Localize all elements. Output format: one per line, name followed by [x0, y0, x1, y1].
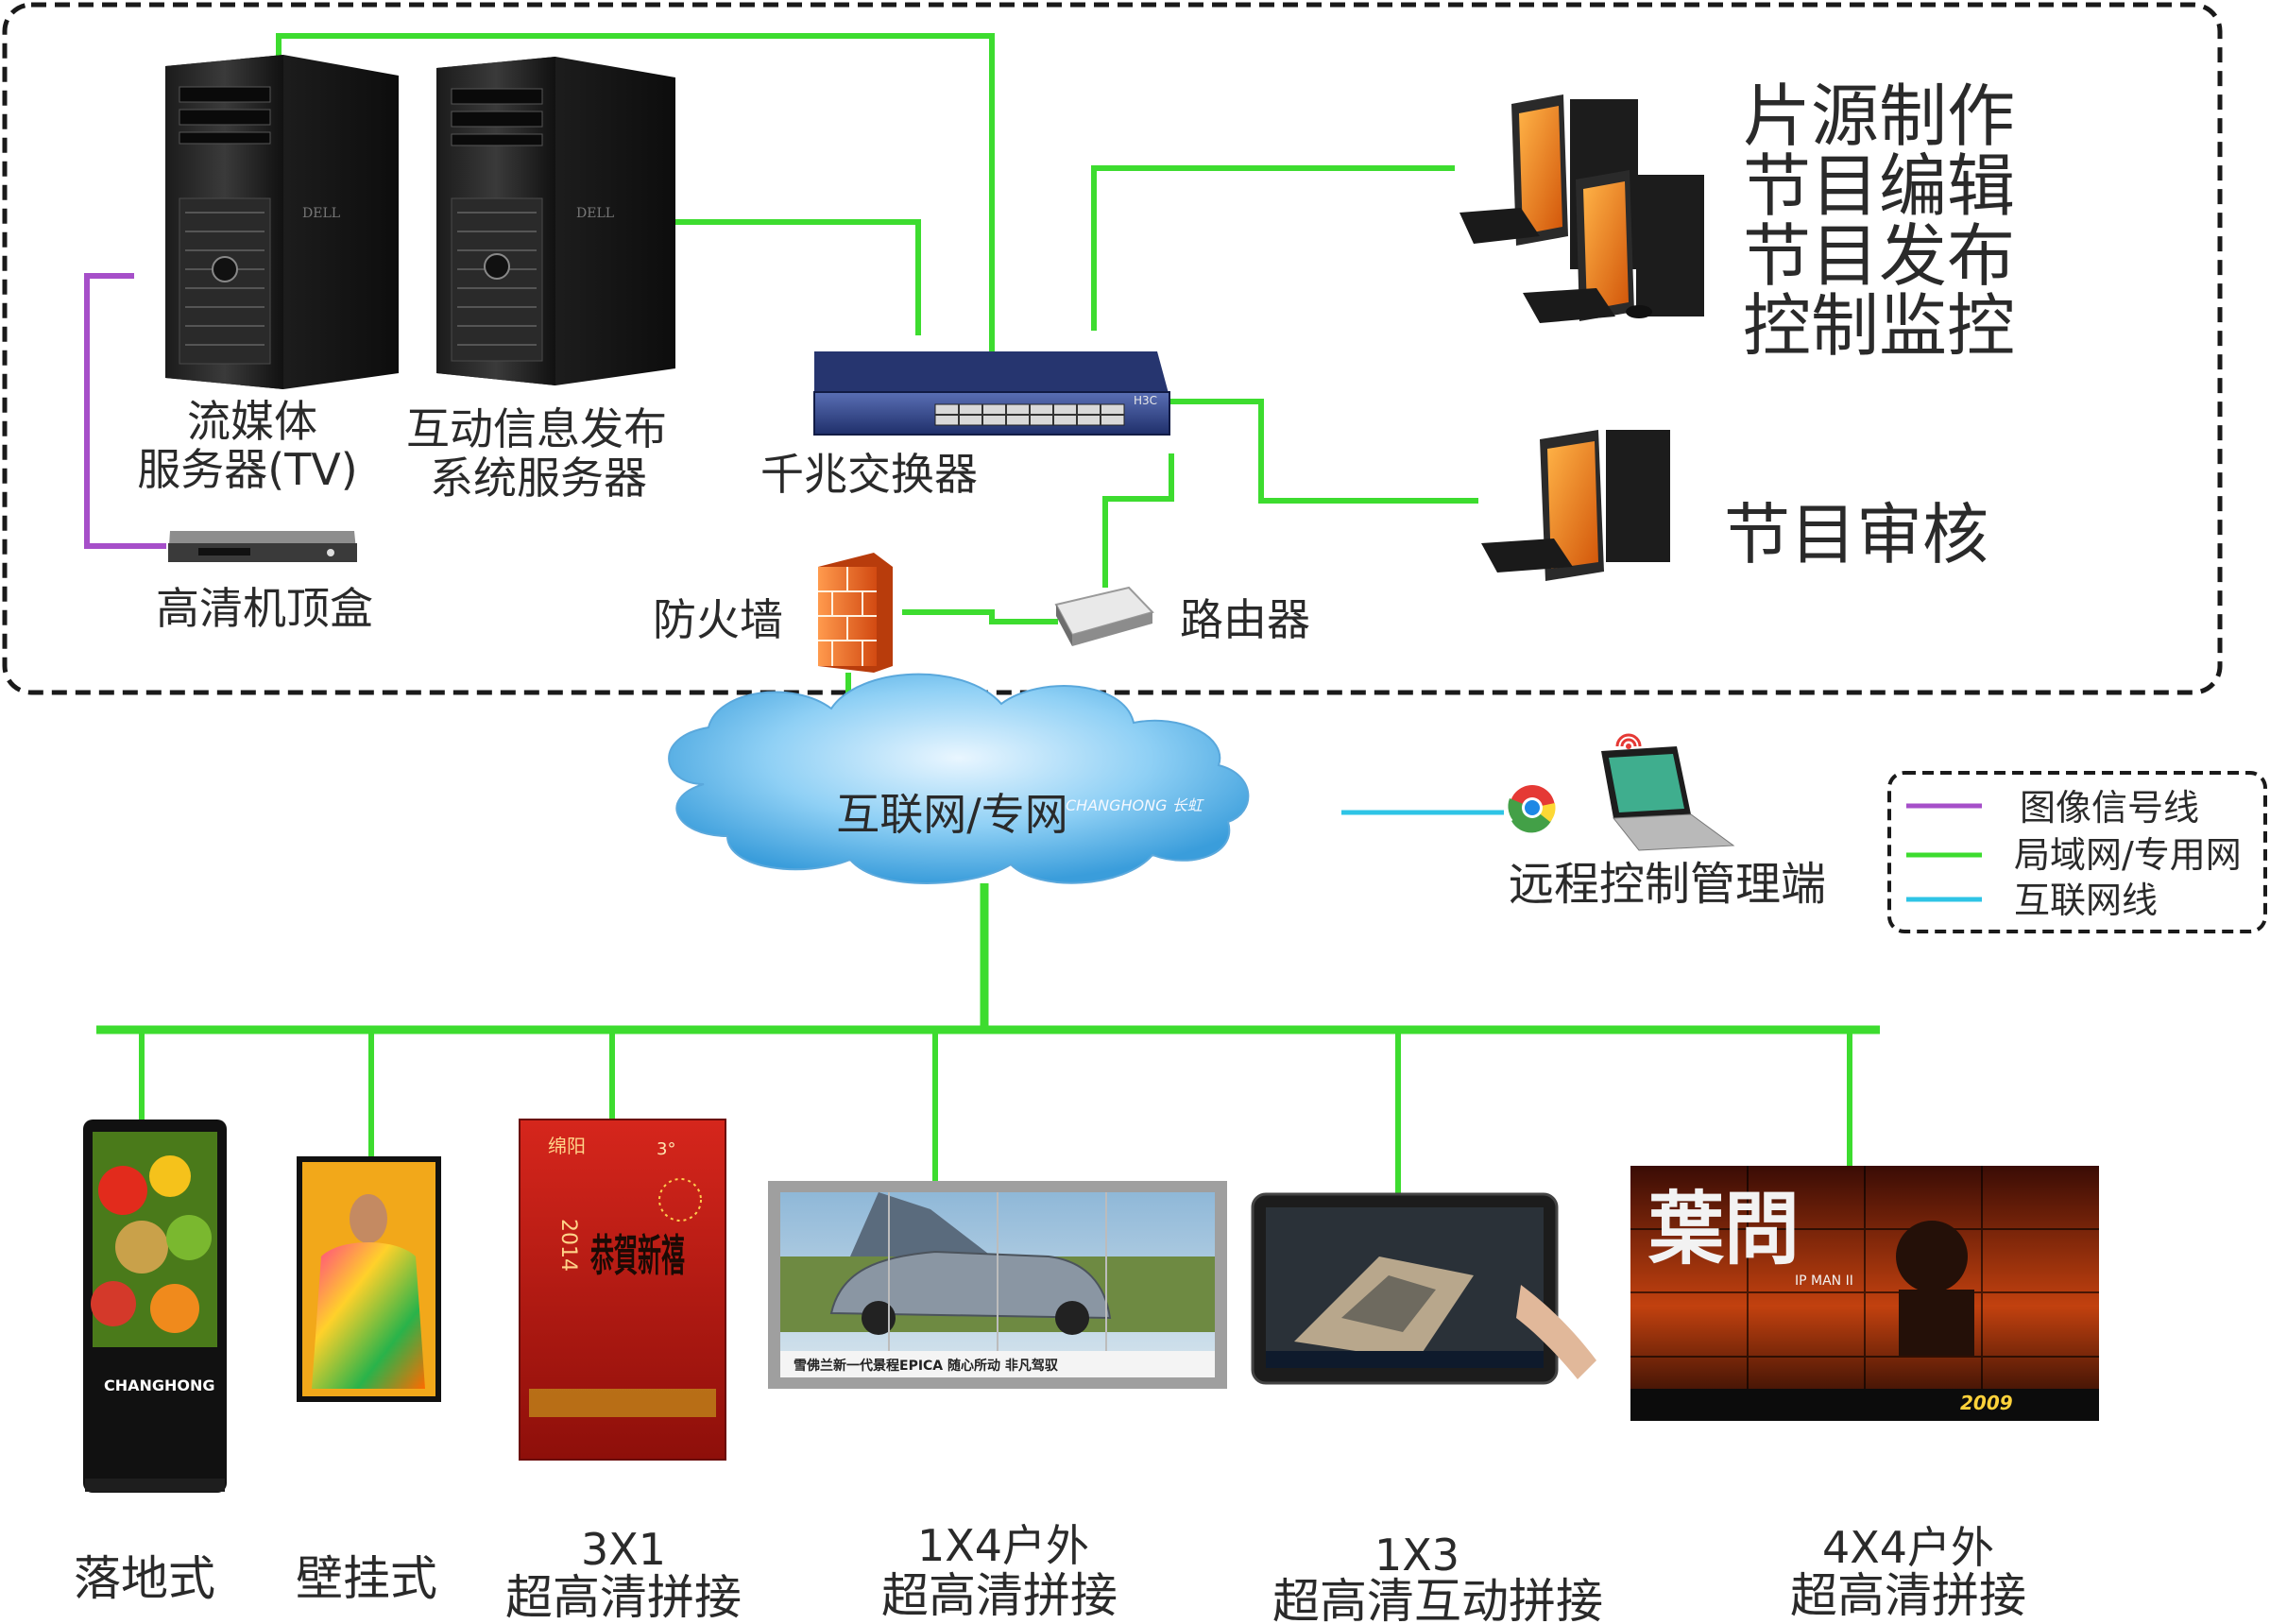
splice-3x1-display: 绵阳 3° 2014 恭賀新禧: [519, 1119, 726, 1461]
server-brand-label: DELL: [576, 206, 614, 221]
info-server-label-line2: 系统服务器: [430, 453, 647, 504]
laptop-icon: [1601, 733, 1735, 851]
display-label-floor: 落地式: [74, 1551, 215, 1606]
legend-label-internet: 互联网线: [2014, 880, 2158, 921]
streaming-server-label-line2: 服务器(TV): [137, 444, 357, 495]
display-label-3x1-line2: 超高清拼接: [505, 1570, 742, 1624]
splice-4x4-outdoor-display: 葉問 IP MAN II 2009: [1630, 1166, 2099, 1421]
line-router-to-firewall: [902, 609, 1058, 624]
server-brand-label: DELL: [302, 206, 340, 221]
display-label-1x4-line1: 1X4户外: [917, 1520, 1089, 1571]
function-label-2: 节目编辑: [1743, 146, 2015, 226]
switch-label: 千兆交换器: [760, 449, 978, 500]
line-info-server-to-switch: [675, 219, 921, 335]
browser-icon: [1508, 785, 1556, 833]
remote-label: 远程控制管理端: [1509, 858, 1826, 911]
firewall-icon: [818, 553, 893, 673]
display-label-1x3-line1: 1X3: [1374, 1530, 1459, 1581]
lan-connections: [96, 33, 1880, 1195]
display-label-3x1-line1: 3X1: [581, 1524, 666, 1575]
movie-title-label: 葉問: [1647, 1182, 1800, 1275]
year-label: 2014: [556, 1219, 580, 1272]
review-label: 节目审核: [1724, 496, 1988, 573]
car-caption-label: 雪佛兰新一代景程EPICA 随心所动 非凡驾驭: [794, 1358, 1059, 1374]
display-label-4x4-line2: 超高清拼接: [1790, 1568, 2026, 1623]
splice-1x3-interactive-display: [1251, 1192, 1596, 1385]
movie-date-label: 2009: [1960, 1392, 2013, 1414]
greeting-label: 恭賀新禧: [589, 1230, 685, 1281]
temp-label: 3°: [657, 1139, 675, 1159]
switch-brand-label: H3C: [1134, 394, 1157, 407]
kiosk-brand-label: CHANGHONG: [104, 1376, 215, 1394]
router-icon: [1054, 586, 1154, 646]
line-streaming-server-to-switch: [276, 33, 995, 351]
display-label-1x4-line2: 超高清拼接: [881, 1568, 1118, 1623]
legend-label-image: 图像信号线: [2020, 787, 2199, 829]
stb-label: 高清机顶盒: [156, 583, 373, 634]
function-label-1: 片源制作: [1743, 77, 2015, 156]
line-switch-to-editing-pcs: [1091, 165, 1455, 331]
line-switch-to-router: [1102, 453, 1174, 588]
streaming-server-label-line1: 流媒体: [187, 396, 317, 447]
wall-mount-display: [297, 1156, 441, 1402]
review-workstation: [1481, 430, 1670, 581]
legend-label-lan: 局域网/专用网: [2014, 834, 2242, 876]
function-label-4: 控制监控: [1743, 286, 2015, 366]
streaming-server: DELL: [165, 55, 399, 389]
function-label-3: 节目发布: [1743, 216, 2015, 296]
legend-items: 图像信号线 局域网/专用网 互联网线: [1906, 787, 2242, 921]
display-label-wall: 壁挂式: [296, 1551, 437, 1606]
gigabit-switch: H3C: [813, 351, 1170, 436]
info-server-label-line1: 互动信息发布: [406, 403, 667, 454]
splice-1x4-outdoor-display: 雪佛兰新一代景程EPICA 随心所动 非凡驾驭: [768, 1181, 1227, 1389]
city-label: 绵阳: [548, 1135, 586, 1157]
movie-subtitle-label: IP MAN II: [1795, 1274, 1853, 1289]
internet-cloud: CHANGHONG 长虹: [668, 673, 1250, 884]
firewall-label: 防火墙: [653, 594, 783, 645]
info-release-server: DELL: [436, 57, 675, 385]
set-top-box: [168, 531, 357, 562]
line-switch-to-review-pc: [1167, 399, 1478, 504]
image-signal-line: [84, 273, 166, 549]
cloud-label: 互联网/专网: [836, 789, 1068, 840]
display-label-4x4-line1: 4X4户外: [1822, 1522, 1994, 1573]
editing-workstations: [1459, 94, 1704, 323]
floor-kiosk: CHANGHONG: [83, 1120, 227, 1493]
router-label: 路由器: [1180, 594, 1310, 645]
cloud-brand-label: CHANGHONG 长虹: [1066, 796, 1205, 814]
legend-box: [1887, 771, 2267, 933]
display-label-1x3-line2: 超高清互动拼接: [1272, 1574, 1603, 1624]
